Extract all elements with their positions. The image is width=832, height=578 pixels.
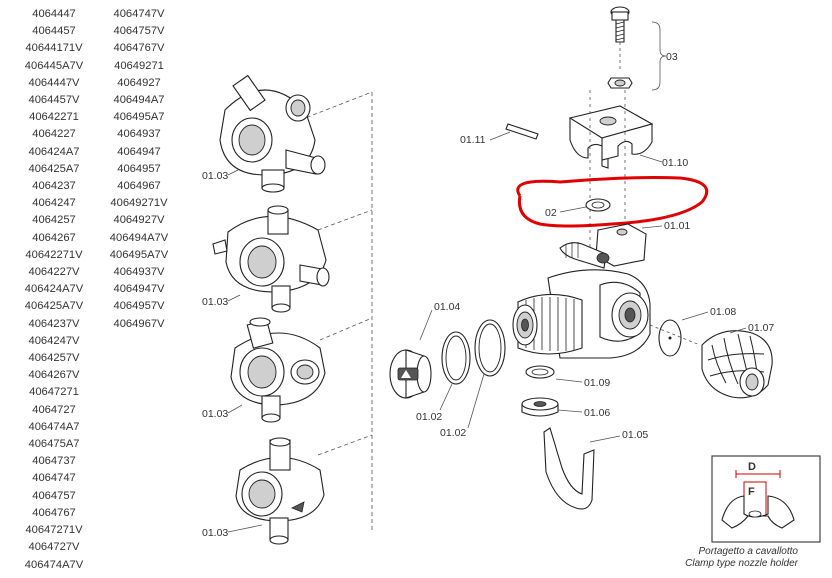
part-code: 4064927 [117,76,161,89]
nozzle-body-variant-3 [230,317,326,423]
part-code: 406495A7V [109,248,169,261]
part-code: 4064227 [32,128,76,141]
part-code: 40649271 [114,59,164,72]
part-code: 4064767V [113,42,165,55]
label-01-11: 01.11 [460,134,486,146]
label-03: 03 [666,51,678,63]
label-01-08: 01.08 [710,306,736,318]
variant-bracket [299,91,373,532]
part-code: 40647271 [29,386,79,399]
part-code: 4064447 [32,8,76,20]
washer [559,198,611,213]
part-code: 4064947V [113,283,165,296]
callouts-01-03 [227,169,263,533]
label-01-03-c: 01.03 [202,408,228,420]
part-code: 4064967V [113,317,165,330]
diaphragm [649,311,709,357]
part-code: 406474A7V [24,558,84,571]
part-code: 40642271 [29,111,79,124]
part-code: 4064257V [28,352,80,365]
part-code: 4064457 [32,25,76,38]
inset-caption-english: Clamp type nozzle holder [685,558,799,569]
nozzle-body-variant-1 [219,74,326,193]
part-code: 4064267 [32,231,76,244]
small-nut [521,397,583,417]
label-01-03-d: 01.03 [202,527,228,539]
part-code: 406425A7V [24,300,84,313]
part-code: 406445A7V [24,59,84,72]
part-code: 4064257 [32,214,76,227]
label-01-02-b: 01.02 [440,427,466,439]
label-01-03-b: 01.03 [202,296,228,308]
part-code: 4064727V [28,541,80,554]
small-ring [525,365,583,383]
part-code: 4064237 [32,180,76,193]
part-code: 4064737 [32,455,76,468]
part-code: 406424A7V [24,283,84,296]
part-code: 4064727 [32,403,76,416]
part-code: 4064937 [117,128,161,141]
part-code: 4064957 [117,162,161,175]
cap [701,327,773,399]
label-01-05: 01.05 [622,429,648,441]
part-code: 4064267V [28,369,80,382]
inset-letter-d: D [748,461,756,473]
part-code: 4064937V [113,266,165,279]
part-code-list-1: 4064447 4064457 40644171V 406445A7V 4064447V… [14,6,94,574]
nozzle-body-variant-4 [235,437,325,545]
part-code: 406474A7 [28,420,80,433]
part-code: 40642271V [25,248,83,261]
part-code: 4064247V [28,334,80,347]
label-01-02-a: 01.02 [416,411,442,423]
part-code: 4064747V [113,8,165,20]
label-02: 02 [545,207,557,219]
part-code: 4064757 [32,489,76,502]
inset-letter-f: F [748,486,755,498]
part-code: 40649271V [110,197,168,210]
part-code: 40647271V [25,524,83,537]
part-code: 406494A7 [113,94,165,107]
label-01-09: 01.09 [584,377,610,389]
part-code: 4064927V [113,214,165,227]
part-code: 4064237V [28,317,80,330]
label-01-04: 01.04 [434,301,460,313]
part-code: 4064457V [28,94,80,107]
valve-cartridge [512,293,583,355]
o-rings [439,319,506,429]
red-highlight-circle [516,176,709,228]
part-code: 4064967 [117,180,161,193]
label-01-07: 01.07 [748,322,774,334]
part-code: 40644171V [25,42,83,55]
part-code-list-2: 4064747V 4064757V 4064767V 40649271 4064927 4… [100,6,178,333]
part-code: 406475A7 [28,438,80,451]
label-01-10: 01.10 [662,157,688,169]
screw-and-nut [607,6,667,91]
label-01-03-a: 01.03 [202,170,228,182]
part-code: 4064947 [117,145,161,158]
part-code: 4064747 [32,472,76,485]
part-code: 406425A7 [28,162,80,175]
part-code: 406495A7 [113,111,165,124]
pin [489,123,539,141]
part-code: 4064247 [32,197,76,210]
label-01-06: 01.06 [584,407,610,419]
part-code: 4064757V [113,25,165,38]
part-code: 4064227V [28,266,80,279]
inset-caption-italian: Portagetto a cavallotto [698,546,798,557]
nozzle-body-variant-2 [212,205,330,313]
filter-cap [389,309,433,399]
part-code: 406424A7 [28,145,80,158]
retaining-clip [543,427,621,510]
part-code: 4064767 [32,506,76,519]
part-code: 406494A7V [109,231,169,244]
part-code: 4064447V [28,76,80,89]
part-code: 4064957V [113,300,165,313]
inset-box [711,455,821,543]
label-01-01: 01.01 [664,220,690,232]
